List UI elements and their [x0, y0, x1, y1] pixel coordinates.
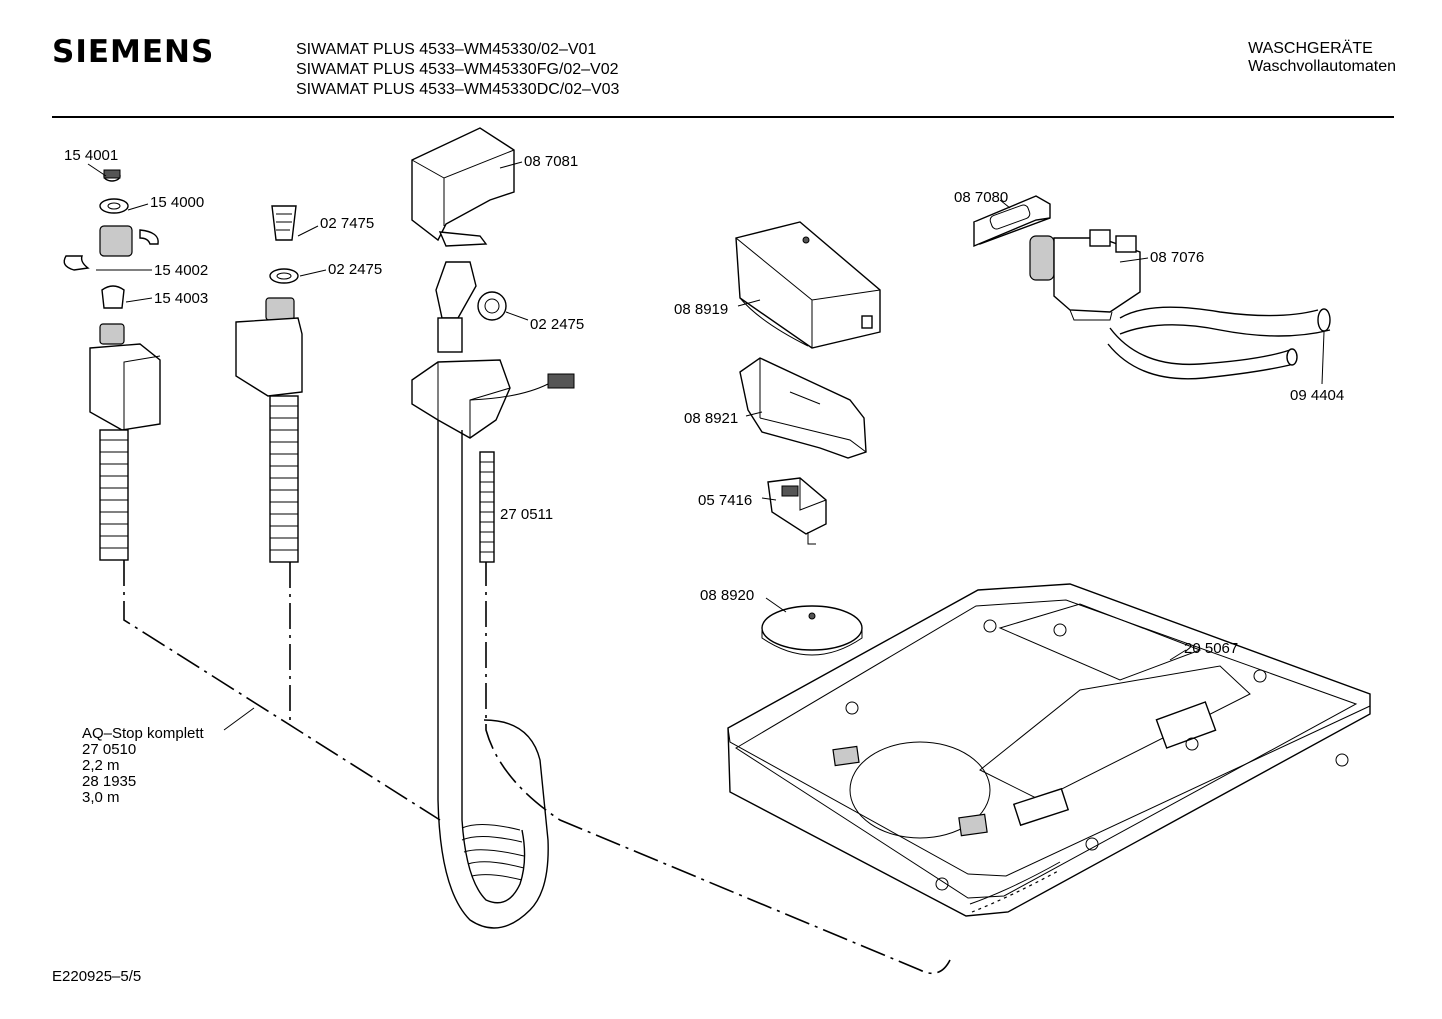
- part-label-154003: 15 4003: [154, 290, 208, 307]
- part-label-027475: 02 7475: [320, 215, 374, 232]
- aqstop-valve-housing: [89, 323, 161, 431]
- part-label-154000: 15 4000: [150, 194, 204, 211]
- inlet-valve-housing: [235, 297, 303, 397]
- part-label-270511: 27 0511: [500, 506, 553, 523]
- part-label-154001: 15 4001: [64, 147, 118, 164]
- model-line-1: SIWAMAT PLUS 4533–WM45330/02–V01: [296, 41, 597, 58]
- part-label-057416: 05 7416: [698, 492, 752, 509]
- part-label-022475-a: 02 2475: [328, 261, 382, 278]
- header-rule: [52, 116, 1394, 118]
- cap-part-154003: [101, 285, 125, 309]
- part-label-087080: 08 7080: [954, 189, 1008, 206]
- drain-hose-holder: [411, 359, 575, 439]
- coupling-part-154002: [63, 225, 159, 271]
- assembly-line-left: [123, 560, 441, 821]
- part-label-088921: 08 8921: [684, 410, 738, 427]
- inlet-hose-middle: [269, 395, 299, 563]
- category-line-1: WASCHGERÄTE: [1248, 40, 1373, 57]
- hose-part-094404: [1107, 306, 1331, 380]
- hose-cover-part-087081: [411, 127, 515, 247]
- brand-logo: SIEMENS: [52, 34, 215, 70]
- model-list: SIWAMAT PLUS 4533–WM45330/02–V01 SIWAMAT…: [296, 40, 619, 100]
- part-label-088919: 08 8919: [674, 301, 728, 318]
- switch-part-057416: [767, 477, 827, 545]
- aqstop-length-1: 2,2 m: [82, 757, 120, 774]
- category: WASCHGERÄTE Waschvollautomaten: [1248, 40, 1396, 76]
- corrugated-hose-part-270511: [479, 451, 495, 563]
- valve-part-087076: [1029, 229, 1141, 321]
- bracket-part-088921: [739, 357, 867, 459]
- part-label-087081: 08 7081: [524, 153, 578, 170]
- part-label-022475-b: 02 2475: [530, 316, 584, 333]
- model-line-3: SIWAMAT PLUS 4533–WM45330DC/02–V03: [296, 81, 620, 98]
- part-label-087076: 08 7076: [1150, 249, 1204, 266]
- model-line-2: SIWAMAT PLUS 4533–WM45330FG/02–V02: [296, 61, 619, 78]
- aqstop-title: AQ–Stop komplett: [82, 725, 204, 742]
- base-plate-part-205067: [727, 583, 1371, 917]
- aqstop-code-2: 28 1935: [82, 773, 137, 790]
- drain-hose: [437, 420, 549, 929]
- part-label-205067: 20 5067: [1184, 640, 1238, 657]
- filter-part-027475: [271, 205, 297, 241]
- aqstop-length-2: 3,0 m: [82, 789, 120, 806]
- assembly-line-drain: [485, 560, 951, 975]
- part-label-088920: 08 8920: [700, 587, 754, 604]
- plate-part-087080: [973, 195, 1051, 248]
- seal-ring-022475: [269, 268, 299, 284]
- drain-hose-connector: [435, 261, 507, 353]
- disc-part-088920: [761, 605, 863, 656]
- washer-part-154000: [99, 198, 129, 214]
- leader-lines: [87, 161, 1325, 731]
- aqstop-code-1: 27 0510: [82, 741, 137, 758]
- category-line-2: Waschvollautomaten: [1248, 58, 1396, 75]
- document-reference: E220925–5/5: [52, 968, 142, 985]
- aqstop-callout: AQ–Stop komplett 27 0510 2,2 m 28 1935 3…: [82, 726, 204, 806]
- cap-part-154001: [103, 169, 121, 182]
- part-label-154002: 15 4002: [154, 262, 208, 279]
- cover-part-088919: [735, 221, 881, 349]
- aqstop-hose-left: [99, 429, 129, 561]
- part-label-094404: 09 4404: [1290, 387, 1344, 404]
